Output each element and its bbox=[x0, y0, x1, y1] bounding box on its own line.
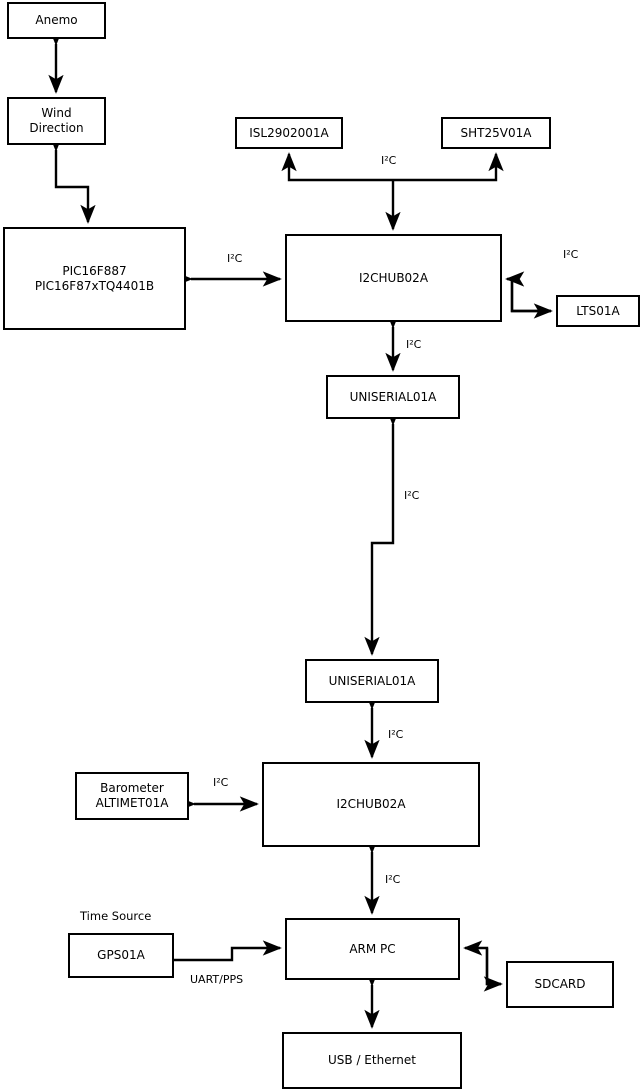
node-i2chub02a-bottom[interactable]: I2CHUB02A bbox=[262, 762, 480, 847]
edge-label-i2c-barometer-hub: I²C bbox=[213, 776, 229, 789]
node-lts01a[interactable]: LTS01A bbox=[556, 295, 640, 327]
node-uniserial01a-upper[interactable]: UNISERIAL01A bbox=[326, 375, 460, 419]
edge-label-i2c-uniserial-hub-bottom: I²C bbox=[388, 728, 404, 741]
node-usb-ethernet[interactable]: USB / Ethernet bbox=[282, 1032, 462, 1089]
node-i2chub02a-top[interactable]: I2CHUB02A bbox=[285, 234, 502, 322]
node-anemo[interactable]: Anemo bbox=[7, 2, 106, 39]
edge-label-i2c-top-bus: I²C bbox=[381, 154, 397, 167]
node-arm-pc[interactable]: ARM PC bbox=[285, 918, 460, 980]
label-time-source: Time Source bbox=[80, 909, 152, 923]
connector-hub-isl bbox=[281, 152, 393, 182]
connector-hub-lts-in bbox=[505, 271, 551, 313]
connector-wind-pic bbox=[48, 132, 96, 224]
node-uniserial01a-lower[interactable]: UNISERIAL01A bbox=[305, 659, 439, 703]
node-sdcard[interactable]: SDCARD bbox=[506, 961, 614, 1008]
node-pic-microcontroller[interactable]: PIC16F887 PIC16F87xTQ4401B bbox=[3, 227, 186, 330]
node-isl2902001a[interactable]: ISL2902001A bbox=[235, 117, 343, 149]
edge-label-i2c-hub-armpc: I²C bbox=[385, 873, 401, 886]
edge-label-i2c-uniserial-link: I²C bbox=[404, 489, 420, 502]
edge-label-i2c-hub-uniserial: I²C bbox=[406, 338, 422, 351]
edge-label-i2c-hub-lts: I²C bbox=[563, 248, 579, 261]
node-barometer-altimet01a[interactable]: Barometer ALTIMET01A bbox=[75, 772, 189, 820]
connector-hub-lts-out bbox=[510, 279, 553, 319]
node-gps01a[interactable]: GPS01A bbox=[68, 933, 174, 978]
connector-hub-sht bbox=[393, 152, 504, 182]
connector-uniserial1-uniserial2 bbox=[364, 406, 401, 656]
node-wind-direction[interactable]: Wind Direction bbox=[7, 97, 106, 145]
node-sht25v01a[interactable]: SHT25V01A bbox=[441, 117, 551, 149]
connector-armpc-sdcard-in bbox=[463, 940, 501, 986]
connector-armpc-sdcard-out bbox=[483, 948, 503, 992]
edge-label-uart-pps: UART/PPS bbox=[190, 973, 244, 986]
edge-label-i2c-pic-hub: I²C bbox=[227, 252, 243, 265]
connector-gps-armpc bbox=[174, 940, 282, 962]
